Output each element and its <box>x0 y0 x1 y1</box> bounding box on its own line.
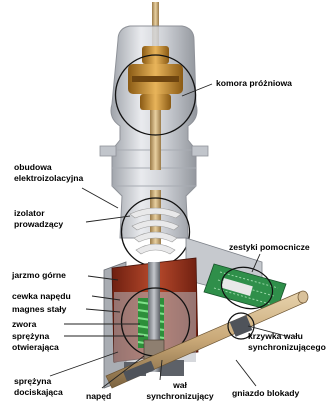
label-opening-spring-line2: otwierająca <box>12 342 59 352</box>
label-upper-yoke: jarzmo górne <box>12 270 66 280</box>
label-sync-shaft-line2: synchronizujący <box>140 391 220 401</box>
label-cam-line1: krzywka wału <box>248 331 303 341</box>
label-cam-line2: synchronizującego <box>248 342 326 352</box>
label-lock-socket: gniazdo blokady <box>232 388 299 398</box>
label-vacuum-chamber: komora próżniowa <box>216 78 292 88</box>
label-aux-contacts: zestyki pomocnicze <box>229 242 310 252</box>
label-opening-spring-line1: sprężyna <box>12 331 49 341</box>
label-pressure-spring-line2: dociskająca <box>14 387 63 397</box>
label-permanent-magnet: magnes stały <box>12 304 66 314</box>
label-drive: napęd <box>86 391 111 401</box>
label-sync-shaft-line1: wał <box>140 380 220 390</box>
label-drive-coil: cewka napędu <box>12 291 71 301</box>
label-housing-line2: elektroizolacyjna <box>14 173 83 183</box>
label-armature: zwora <box>12 319 36 329</box>
label-housing-line1: obudowa <box>14 162 52 172</box>
label-insulator-line1: izolator <box>14 208 45 218</box>
label-pressure-spring-line1: sprężyna <box>14 376 51 386</box>
label-insulator-line2: prowadzący <box>14 219 63 229</box>
